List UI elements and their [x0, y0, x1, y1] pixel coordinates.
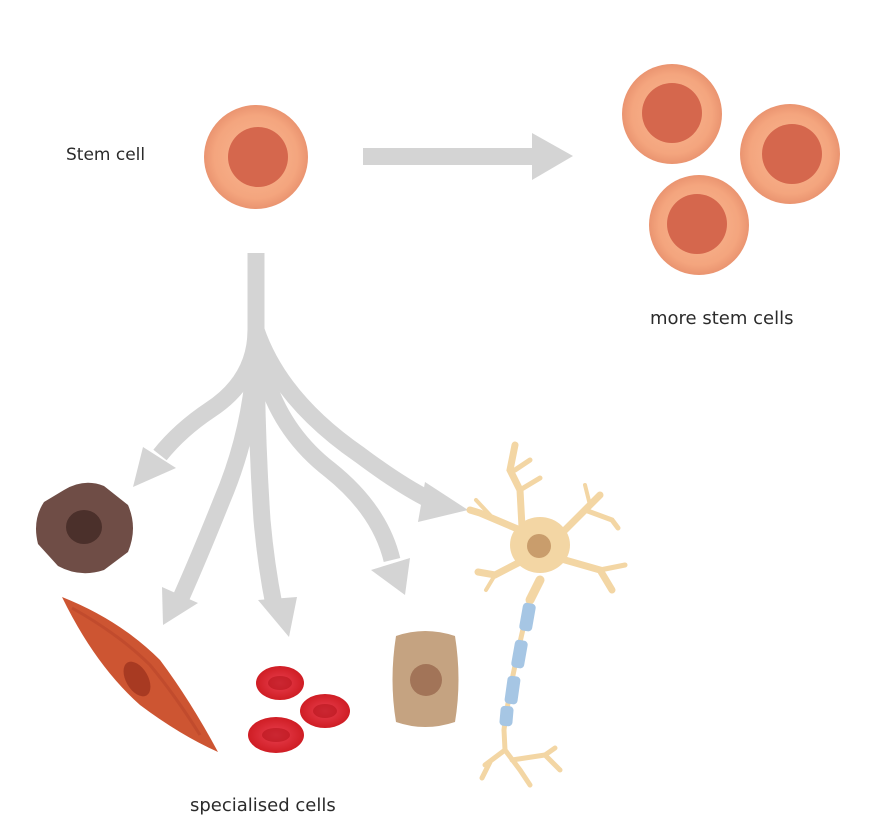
branch-arrowheads — [133, 447, 468, 637]
stem-cell-copy-1 — [622, 64, 722, 164]
arrowhead-5 — [418, 482, 468, 522]
arrowhead-4 — [371, 558, 410, 595]
neuron-icon — [466, 441, 628, 788]
more-stem-cells-icon — [622, 64, 840, 275]
axon-terminals — [479, 727, 563, 788]
arrow-right-icon — [363, 133, 573, 180]
stem-cell-icon — [204, 105, 308, 209]
stem-cell-copy-2 — [740, 104, 840, 204]
stem-cell-label: Stem cell — [66, 145, 146, 165]
more-stem-cells-label: more stem cells — [650, 308, 794, 329]
stem-cell-copy-3 — [649, 175, 749, 275]
dark-cell-icon — [36, 482, 133, 574]
arrowhead-1 — [133, 447, 176, 487]
red-blood-cells-icon — [248, 666, 350, 753]
specialised-cells-label: specialised cells — [190, 795, 336, 816]
branching-arrows-icon — [153, 253, 434, 607]
arrowhead-3 — [258, 597, 297, 637]
myelin-sheath-segments — [499, 602, 536, 727]
epithelial-cell-icon — [392, 631, 459, 727]
muscle-cell-icon — [62, 597, 218, 752]
red-blood-cell-1 — [256, 666, 304, 700]
red-blood-cell-2 — [300, 694, 350, 728]
arrowhead-2 — [162, 587, 198, 625]
red-blood-cell-3 — [248, 717, 304, 753]
